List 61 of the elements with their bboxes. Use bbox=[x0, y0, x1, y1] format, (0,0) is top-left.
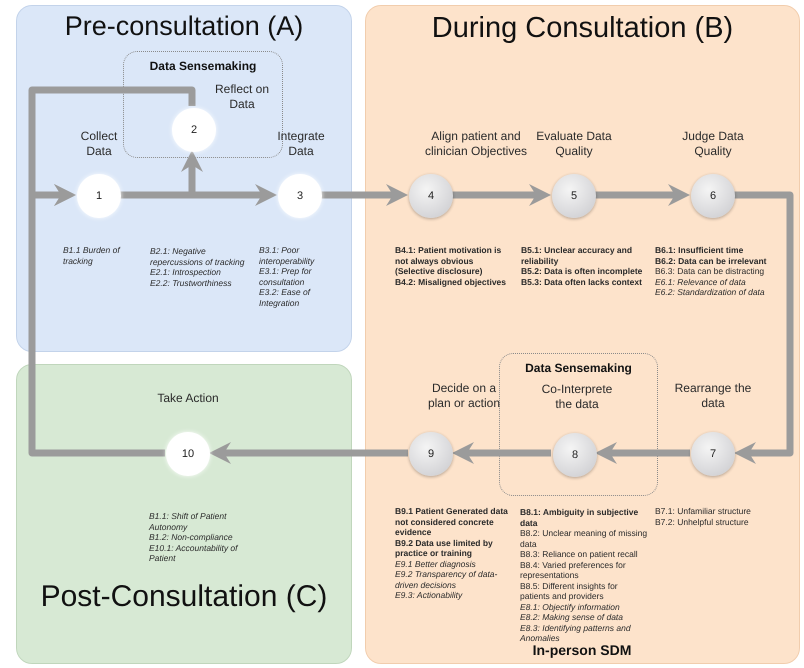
step-label: Take Action bbox=[156, 391, 220, 406]
finding-note: B4.1: Patient motivation is not always obvious (Selective disclosure) bbox=[395, 245, 502, 276]
finding-note: B6.1: Insufficient time bbox=[655, 245, 744, 256]
finding-note: B9.2 Data use limited by practice or training bbox=[395, 538, 494, 558]
finding-note: E3.1: Prep for consultation bbox=[259, 266, 313, 287]
phase-title: Pre-consultation (A) bbox=[64, 10, 304, 43]
finding-note: B2.1: Negative repercussions of tracking bbox=[150, 246, 246, 267]
finding-note: E9.1 Better diagnosis bbox=[395, 558, 477, 569]
finding-note: B7.1: Unfamiliar structure bbox=[655, 506, 752, 516]
step-label: Reflect on Data bbox=[214, 82, 270, 112]
phase-panel bbox=[16, 364, 352, 664]
finding-note: E6.2: Standardization of data bbox=[655, 287, 766, 298]
finding-note: B8.4: Varied preferences for representations bbox=[520, 560, 627, 580]
finding-note: B5.2: Data is often incomplete bbox=[521, 266, 644, 276]
finding-note: B3.1: Poor interoperability bbox=[259, 245, 316, 266]
group-title: Data Sensemaking bbox=[524, 360, 633, 377]
group-title: Data Sensemaking bbox=[148, 58, 258, 75]
finding-note: B1.1 Burden of tracking bbox=[63, 245, 122, 266]
finding-note: B9.1 Patient Generated data not considered concrete evidence bbox=[395, 506, 509, 538]
finding-note: E8.1: Objectify information bbox=[520, 602, 621, 612]
finding-note: B1.1: Shift of Patient Autonomy bbox=[149, 511, 228, 532]
step-label: Co-Interprete the data bbox=[540, 382, 614, 412]
finding-note: E2.2: Trustworthiness bbox=[150, 278, 233, 288]
finding-note: B6.3: Data can be distracting bbox=[655, 266, 766, 276]
phase-title: During Consultation (B) bbox=[430, 11, 734, 46]
finding-note: B4.2: Misaligned objectives bbox=[395, 276, 508, 287]
step-label: Evaluate Data Quality bbox=[535, 129, 613, 159]
finding-note: E3.2: Ease of Integration bbox=[259, 287, 312, 308]
finding-note: E2.1: Introspection bbox=[150, 267, 222, 278]
step-label: Integrate Data bbox=[276, 129, 326, 159]
finding-note: B7.2: Unhelpful structure bbox=[655, 516, 750, 527]
finding-note: B5.3: Data often lacks context bbox=[521, 276, 643, 287]
step-label: Decide on a plan or action bbox=[426, 381, 502, 411]
finding-note: E9.2 Transparency of data-driven decisions bbox=[395, 569, 498, 590]
finding-note: B6.2: Data can be irrelevant bbox=[655, 256, 768, 266]
finding-note: E6.1: Relevance of data bbox=[655, 276, 747, 287]
arrow bbox=[734, 192, 794, 464]
finding-note: E8.2: Making sense of data bbox=[520, 612, 624, 622]
arrow bbox=[452, 184, 551, 206]
phase-panel bbox=[365, 5, 800, 664]
step-label: Judge Data Quality bbox=[681, 129, 745, 159]
finding-note: E8.3: Identifying patterns and Anomalies bbox=[520, 622, 632, 644]
finding-note: B8.2: Unclear meaning of missing data bbox=[520, 528, 648, 549]
step-label: Rearrange the data bbox=[674, 381, 752, 411]
finding-note: B8.3: Reliance on patient recall bbox=[520, 549, 639, 560]
arrow bbox=[209, 442, 408, 464]
phase-panel bbox=[16, 5, 352, 352]
finding-note: B5.1: Unclear accuracy and reliability bbox=[521, 245, 634, 266]
phase-title: Post-Consultation (C) bbox=[40, 578, 328, 614]
finding-note: B8.1: Ambiguity in subjective data bbox=[520, 507, 640, 528]
arrow bbox=[321, 184, 408, 206]
step-label: Collect Data bbox=[80, 129, 118, 159]
arrow bbox=[595, 442, 690, 464]
arrow bbox=[28, 184, 165, 456]
finding-note: B8.5: Different insights for patients and providers bbox=[520, 580, 619, 602]
arrow bbox=[452, 442, 551, 464]
section-label: In-person SDM bbox=[532, 642, 632, 660]
finding-note: E10.1: Accountability of Patient bbox=[149, 542, 240, 564]
finding-note: B1.2: Non-compliance bbox=[149, 532, 234, 542]
arrow bbox=[595, 184, 690, 206]
finding-note: E9.3: Actionability bbox=[395, 590, 464, 600]
